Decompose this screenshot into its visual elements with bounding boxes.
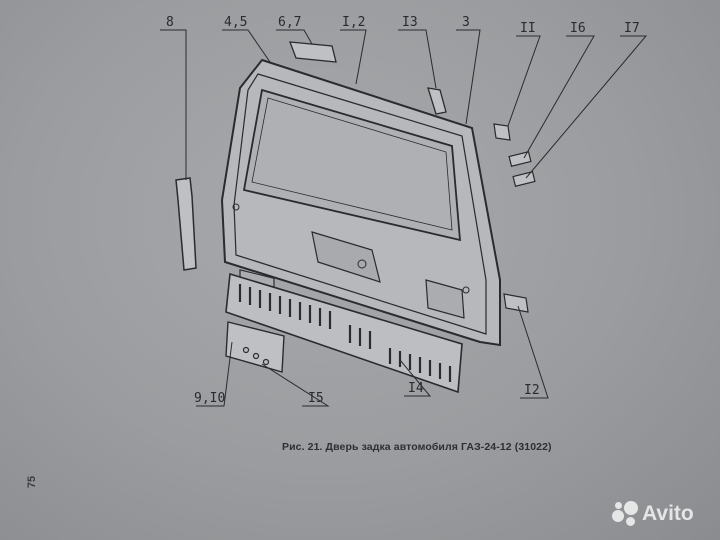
part-16-bracket [508,151,532,167]
door-window-inner-frame [251,97,453,231]
avito-logo-icon [612,501,638,527]
callout-13: I3 [402,15,418,30]
part-14-trim-panel [225,272,463,394]
callout-14: I4 [408,381,424,396]
callout-8: 8 [166,15,174,30]
avito-watermark: Avito [612,498,712,530]
door-lock-recess [311,231,381,283]
part-8-side-strip [175,177,197,271]
part-9-10-cover [225,321,285,373]
part-13-hinge [427,87,447,115]
part-17-bracket [512,171,536,187]
leader-lines [160,29,648,407]
callout-15: I5 [308,391,324,406]
figure-caption: Рис. 21. Дверь задка автомобиля ГАЗ-24-1… [282,441,552,453]
door-hole [357,259,367,269]
door-right-opening [425,279,465,319]
part-14-vent-slots [238,284,452,382]
door-hole [232,203,240,211]
callout-17: I7 [624,21,640,36]
door-hole [462,286,470,294]
callout-1-2: I,2 [342,15,365,30]
part-12-plate [503,293,529,313]
door-panel-inner-edge [233,73,487,335]
callout-12: I2 [524,383,540,398]
watermark-text: Avito [642,502,694,525]
callout-11: II [520,21,536,36]
page-number: 75 [26,475,39,489]
callout-6-7: 6,7 [278,15,301,30]
part-15-screws [242,346,270,366]
callout-3: 3 [462,15,470,30]
part-11-clip [493,123,511,141]
part-6-7-handle [289,41,337,63]
door-window-opening [242,88,462,242]
callout-16: I6 [570,21,586,36]
callout-4-5: 4,5 [224,15,247,30]
callout-9-10: 9,I0 [194,391,225,406]
